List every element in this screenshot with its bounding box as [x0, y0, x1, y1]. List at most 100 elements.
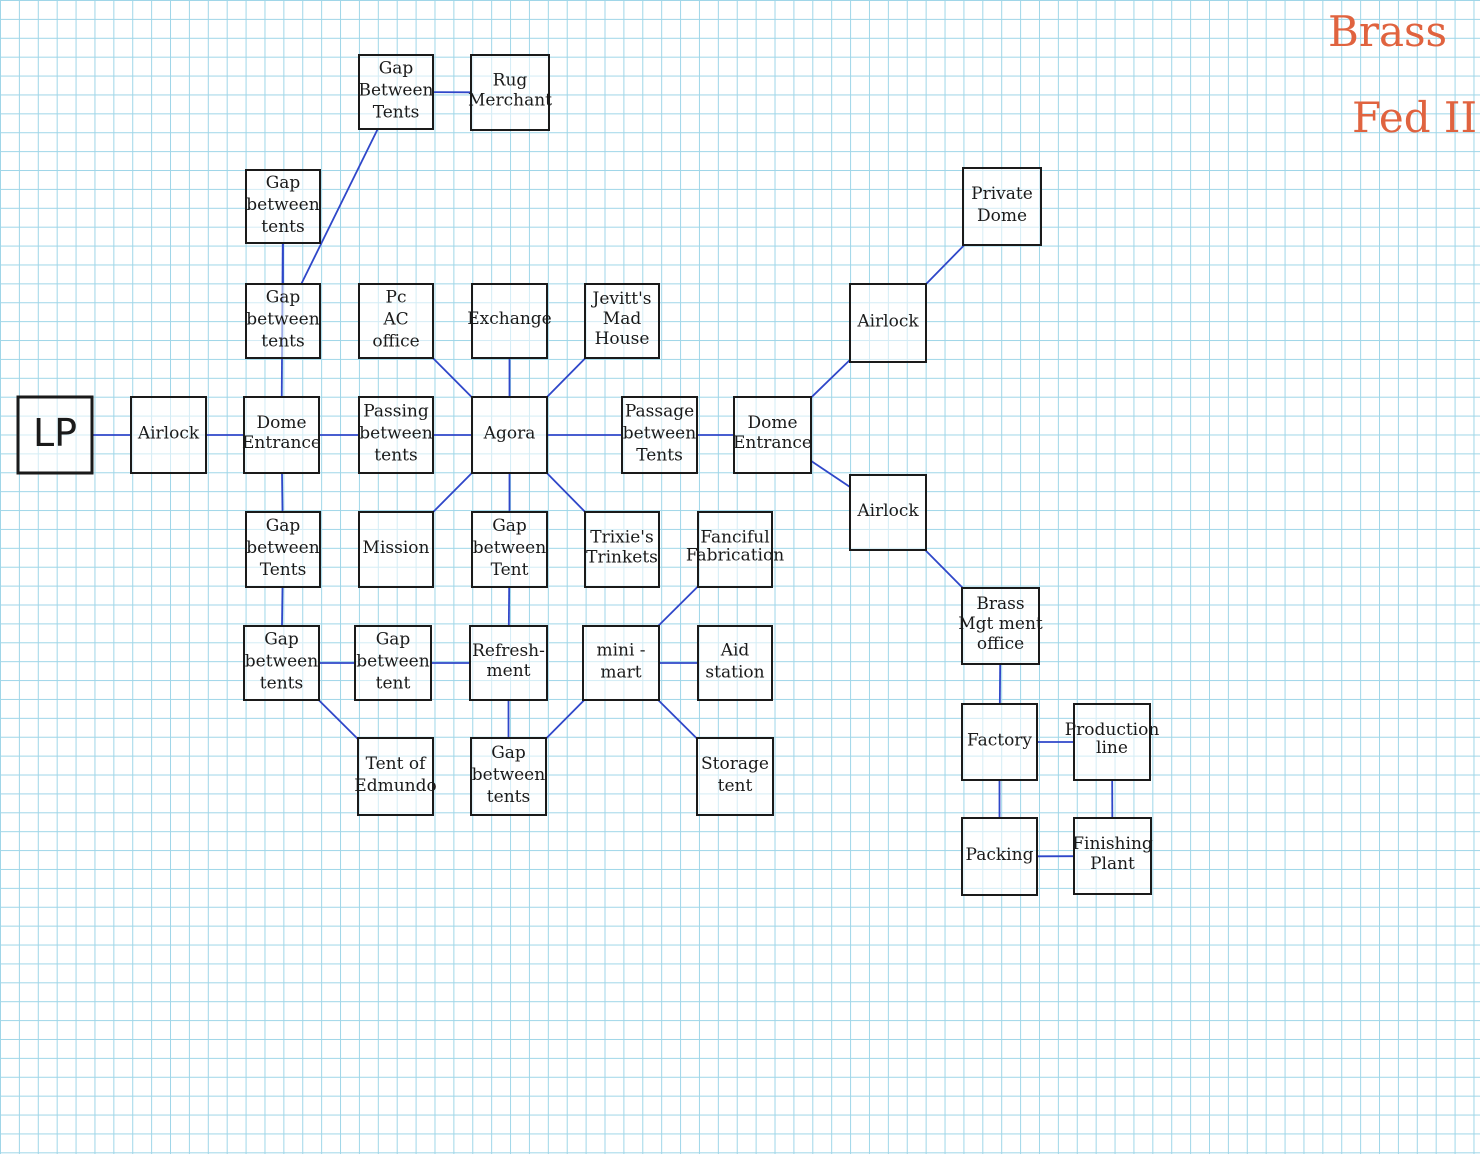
node-label-line: Merchant: [468, 90, 552, 110]
node-label-line: Tents: [636, 445, 683, 465]
node-box: [961, 703, 1038, 781]
edge-airlock-ne-to-private-dome: [925, 244, 965, 285]
connections: [92, 91, 1114, 858]
node-label-line: Dome: [977, 206, 1027, 226]
node-label-line: Gap: [376, 629, 411, 649]
node-box: [470, 54, 550, 131]
node-label-line: Mgt ment: [958, 614, 1043, 634]
edge-gap-between-tents-n2-to-gap-between-tents-n3: [300, 128, 379, 285]
edge-gap-between-tents-s2-to-tent-of-edmundo: [318, 699, 359, 740]
node-label-line: between: [245, 651, 318, 671]
node-box: [697, 511, 773, 588]
node-label-line: Gap: [491, 743, 526, 763]
node-label-line: between: [356, 651, 429, 671]
edge-mini-mart-to-storage-tent: [657, 699, 698, 740]
node-box: [849, 474, 927, 551]
node-box: [469, 625, 548, 701]
node-label-line: Mission: [363, 538, 430, 558]
node-label-line: Gap: [266, 516, 301, 536]
node-box: [849, 283, 927, 363]
node-label-line: between: [473, 538, 546, 558]
node-box: [582, 625, 660, 701]
node-box: [961, 587, 1040, 665]
node-label-line: office: [977, 634, 1024, 654]
edge-mini-mart-to-fanciful-fabrication: [657, 585, 699, 627]
node-label-line: Brass: [976, 594, 1024, 614]
node-label-line: mini -: [596, 640, 645, 660]
node-label-line: Airlock: [856, 501, 919, 521]
node-label-line: Jevitt's: [591, 289, 652, 309]
node-label-line: line: [1096, 738, 1128, 758]
node-label-line: between: [246, 195, 319, 215]
node-label-line: Finishing: [1072, 834, 1153, 854]
node-label-line: Gap: [264, 629, 299, 649]
node-label-line: Exchange: [467, 309, 552, 329]
node-label-line: Gap: [492, 516, 527, 536]
node-box: [354, 625, 432, 701]
node-box: [358, 54, 434, 130]
edge-gap-between-tents-s4-to-mini-mart: [545, 699, 585, 740]
node-label-line: tents: [374, 445, 417, 465]
node-box: [243, 396, 320, 474]
node-lp: LP: [16, 395, 94, 475]
node-label-line: Entrance: [733, 433, 812, 453]
node-agora: Agora: [471, 396, 548, 474]
node-box: [245, 511, 321, 588]
node-packing: Packing: [961, 817, 1038, 896]
node-label-line: Dome: [256, 413, 306, 433]
edge-agora-to-ac-office: [432, 357, 473, 398]
node-label-line: LP: [33, 411, 77, 455]
node-label-line: Between: [358, 80, 433, 100]
node-label-line: office: [372, 331, 419, 351]
node-label-line: Pc: [386, 287, 407, 307]
node-label-line: Fanciful: [700, 528, 769, 548]
edge-airlock-se-to-brass-mgt-office: [924, 549, 964, 589]
node-label-line: Production: [1065, 720, 1160, 740]
node-box: [130, 396, 207, 474]
node-label-line: tents: [261, 217, 304, 237]
node-box: [471, 396, 548, 474]
node-label-line: tent: [376, 673, 411, 693]
node-label-line: Tents: [373, 102, 420, 122]
node-box: [471, 283, 548, 359]
node-box: [733, 396, 812, 474]
node-label-line: Dome: [747, 413, 797, 433]
edge-agora-to-mission: [432, 472, 473, 513]
node-box: [471, 511, 548, 588]
edge-gap-between-tents-s1-to-gap-between-tents-s2: [281, 586, 284, 627]
node-label-line: tents: [260, 673, 303, 693]
node-label-line: Gap: [266, 173, 301, 193]
node-box: [358, 511, 434, 588]
node-box: [243, 625, 320, 701]
node-label-line: AC: [382, 309, 408, 329]
node-box: [358, 283, 434, 359]
node-label-line: Storage: [701, 754, 769, 774]
node-label-line: Edmundo: [354, 776, 436, 796]
node-box: [16, 395, 94, 475]
node-refreshment: Refresh-ment: [469, 625, 548, 701]
node-airlock-se: Airlock: [849, 474, 927, 551]
node-label-line: Airlock: [856, 311, 919, 331]
page-subtitle: Fed II: [1352, 93, 1477, 142]
